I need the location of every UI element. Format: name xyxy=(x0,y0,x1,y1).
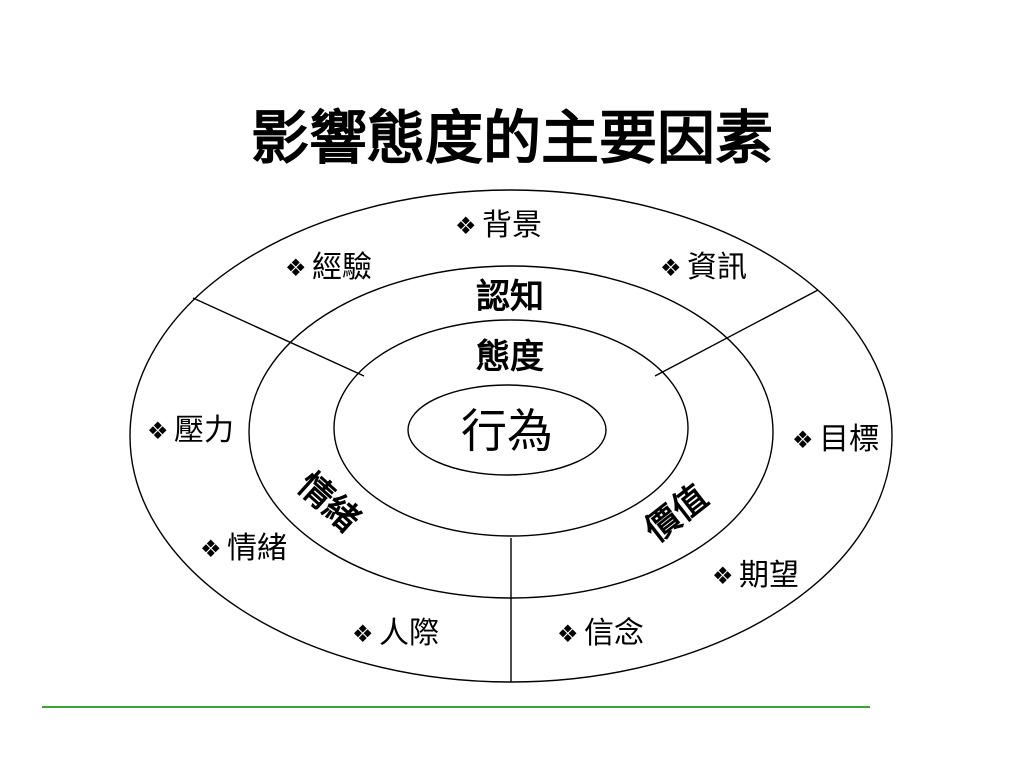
factor-label: 情緒 xyxy=(227,531,287,566)
bullet-diamond-icon: ❖ xyxy=(455,212,477,240)
ring-label-emotion: 情緒 xyxy=(290,465,367,540)
ring-label-attitude: 態度 xyxy=(476,337,544,377)
factor-label: 期望 xyxy=(739,558,799,593)
ring-label-value: 價值 xyxy=(637,477,716,551)
bullet-diamond-icon: ❖ xyxy=(147,417,169,445)
divider-upper-right xyxy=(654,289,819,377)
divider-upper-left xyxy=(192,297,365,377)
factor-information: ❖ 資訊 xyxy=(660,250,747,285)
factor-label: 經驗 xyxy=(312,250,372,285)
factor-goal: ❖ 目標 xyxy=(792,422,879,457)
factor-label: 目標 xyxy=(819,422,879,457)
bullet-diamond-icon: ❖ xyxy=(200,535,222,563)
factor-belief: ❖ 信念 xyxy=(557,616,644,651)
factor-label: 壓力 xyxy=(174,413,234,448)
factor-background: ❖ 背景 xyxy=(455,208,542,243)
factor-emotion: ❖ 情緒 xyxy=(200,531,287,566)
ring-label-cognition: 認知 xyxy=(476,277,544,317)
bullet-diamond-icon: ❖ xyxy=(660,254,682,282)
center-ellipse xyxy=(407,384,607,476)
bullet-diamond-icon: ❖ xyxy=(352,620,374,648)
factor-label: 人際 xyxy=(379,616,439,651)
factor-expectation: ❖ 期望 xyxy=(712,558,799,593)
bullet-diamond-icon: ❖ xyxy=(285,254,307,282)
bullet-diamond-icon: ❖ xyxy=(712,562,734,590)
factor-label: 資訊 xyxy=(687,250,747,285)
inner-ellipse xyxy=(333,319,689,537)
factor-experience: ❖ 經驗 xyxy=(285,250,372,285)
factor-label: 背景 xyxy=(482,208,542,243)
factor-pressure: ❖ 壓力 xyxy=(147,413,234,448)
slide-title: 影響態度的主要因素 xyxy=(250,104,773,172)
factor-interpersonal: ❖ 人際 xyxy=(352,616,439,651)
bullet-diamond-icon: ❖ xyxy=(557,620,579,648)
center-label-behavior: 行為 xyxy=(461,404,553,458)
bullet-diamond-icon: ❖ xyxy=(792,426,814,454)
factor-label: 信念 xyxy=(584,616,644,651)
footer-divider xyxy=(42,706,870,708)
